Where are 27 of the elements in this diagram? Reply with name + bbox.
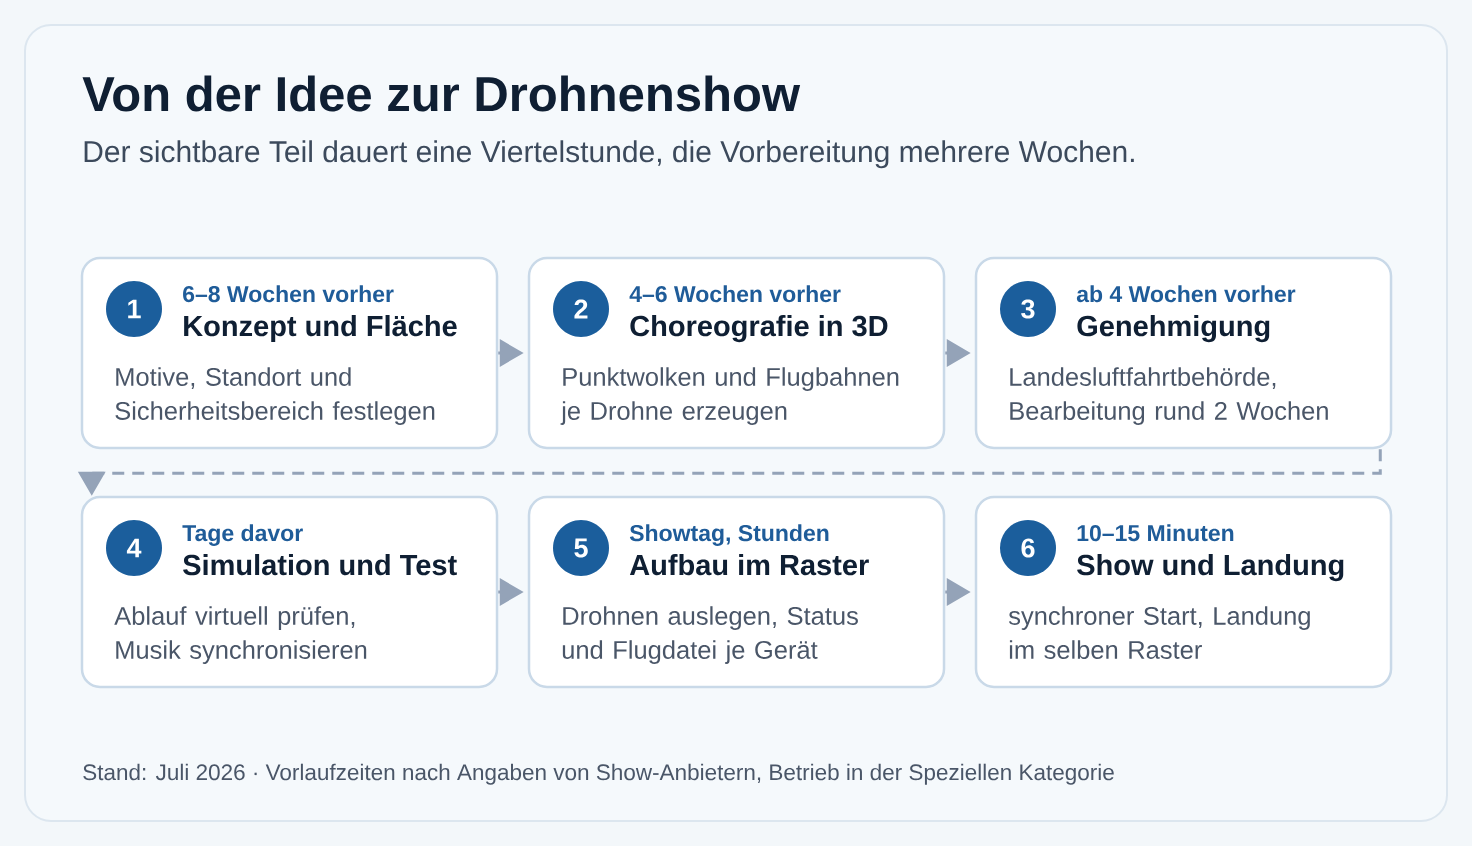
title: Von der Idee zur Drohnenshow xyxy=(82,75,801,112)
step-description: Landesluftfahrtbehörde, Bearbeitung rund 2 Wochen xyxy=(1010,367,1328,425)
number-badge: 1 xyxy=(106,281,162,337)
time-label: ab 4 Wochen vorher xyxy=(1076,285,1296,303)
step-description: Ablauf virtuell prüfen, Musik synchronisieren xyxy=(114,606,367,664)
number-badge: 6 xyxy=(1000,520,1056,576)
step-title: Genehmigung xyxy=(1077,315,1270,343)
number-badge: 2 xyxy=(553,281,609,337)
step-description: Drohnen auslegen, Status und Flugdatei je Gerät xyxy=(562,606,858,664)
step-description: Punktwolken und Flugbahnen je Drohne erzeugen xyxy=(560,367,899,425)
step-title: Konzept und Fläche xyxy=(184,315,457,343)
subtitle: Der sichtbare Teil dauert eine Viertelstunde, die Vorbereitung mehrere Wochen. xyxy=(84,140,1134,169)
step-title: Simulation und Test xyxy=(183,554,457,576)
time-label: Tage davor xyxy=(182,524,303,546)
time-label: 10–15 Minuten xyxy=(1077,524,1234,542)
step-title: Aufbau im Raster xyxy=(629,554,869,576)
time-label: 4–6 Wochen vorher xyxy=(629,285,841,303)
footnote: Stand: Juli 2026 · Vorlaufzeiten nach Angaben von Show-Anbietern, Betrieb in der Speziellen Kategorie xyxy=(83,763,1114,785)
number-badge: 5 xyxy=(553,520,609,576)
number-badge: 3 xyxy=(1000,281,1056,337)
step-title: Show und Landung xyxy=(1077,554,1344,582)
time-label: Showtag, Stunden xyxy=(629,524,829,546)
step-description: synchroner Start, Landung im selben Raster xyxy=(1008,606,1310,659)
number-badge: 4 xyxy=(106,520,162,576)
time-label: 6–8 Wochen vorher xyxy=(183,285,394,303)
step-title: Choreografie in 3D xyxy=(630,315,888,343)
step-description: Motive, Standort und Sicherheitsbereich festlegen xyxy=(115,367,435,425)
